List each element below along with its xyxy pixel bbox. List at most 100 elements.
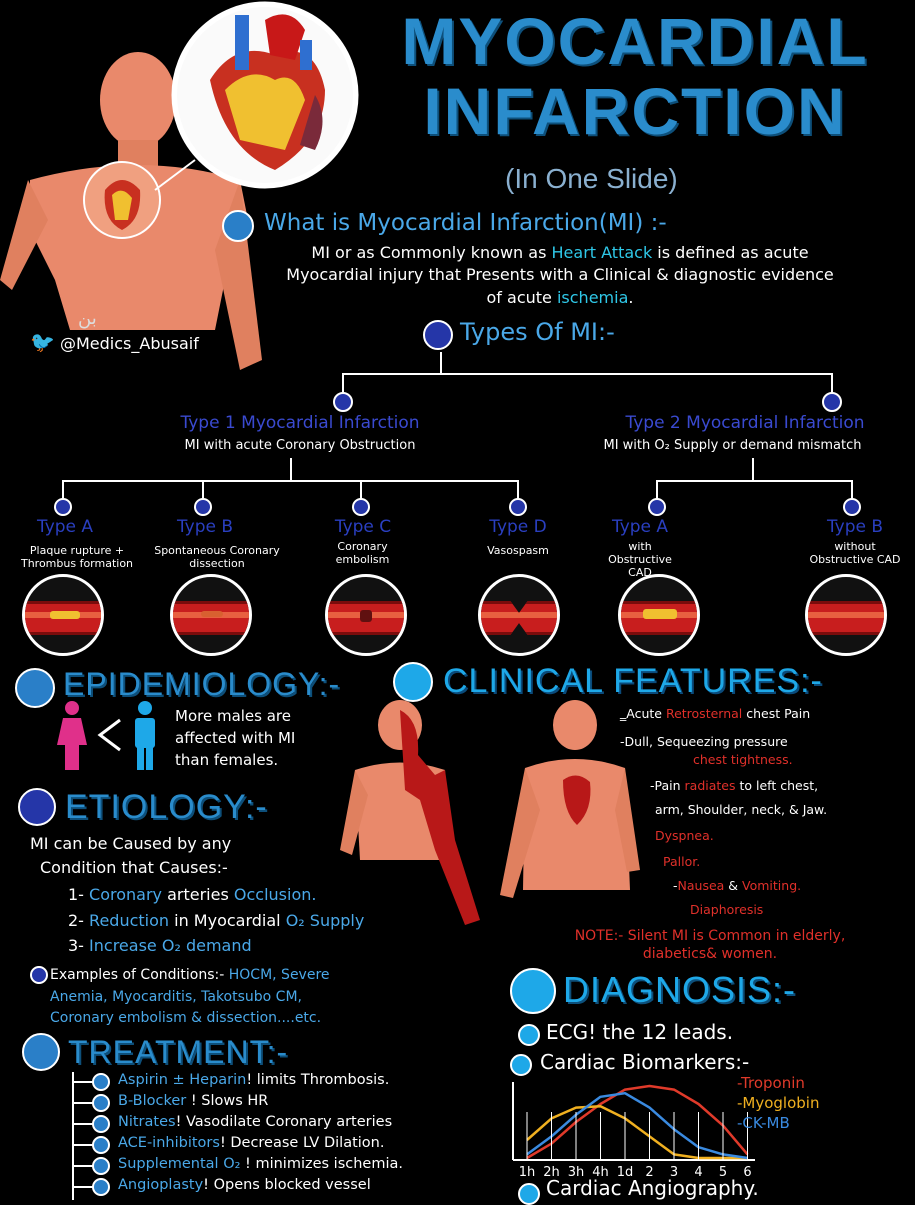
treatment-item: Nitrates! Vasodilate Coronary arteries: [118, 1114, 392, 1130]
vessel-embolism: [325, 574, 407, 656]
types-heading: Types Of MI:-: [460, 318, 615, 346]
type2-desc: MI with O₂ Supply or demand mismatch: [603, 438, 862, 453]
what-is-text-3: Myocardial injury that Presents with a C…: [286, 265, 834, 285]
what-is-text-5: .: [628, 287, 634, 307]
etiology-item-2-b1: Reduction: [89, 910, 170, 930]
type1a-drop: [62, 480, 64, 500]
treatment-drug: ACE-inhibitors: [118, 1135, 220, 1151]
type2b-node: [843, 498, 861, 516]
type1d-drop: [517, 480, 519, 500]
x-tick-label: 3h: [568, 1165, 585, 1180]
type1c-drop: [360, 480, 362, 500]
clinical-item-8-b: &: [724, 878, 743, 893]
clinical-item-1-r: Retrosternal: [665, 706, 743, 721]
diagnosis-bullet: [510, 968, 556, 1014]
epidemiology-heading: EPIDEMIOLOGY:-: [63, 666, 341, 702]
etiology-examples: Examples of Conditions:- HOCM, Severe An…: [50, 965, 470, 1030]
treatment-node: [92, 1073, 110, 1091]
etiology-item-2-w: in Myocardial: [169, 910, 286, 930]
etiology-item-3-b2: O₂ demand: [161, 936, 252, 956]
clinical-note-1: NOTE:- Silent MI is Common in elderly,: [574, 928, 846, 944]
treatment-effect: ! limits Thrombosis.: [246, 1072, 390, 1088]
treatment-effect: ! Vasodilate Coronary arteries: [175, 1114, 393, 1130]
etiology-list: 1- Coronary arteries Occlusion. 2- Reduc…: [68, 882, 364, 959]
treatment-effect: ! Opens blocked vessel: [203, 1177, 371, 1193]
type1d-label: Type D: [489, 517, 547, 537]
treatment-node: [92, 1136, 110, 1154]
x-tick-label: 5: [719, 1165, 727, 1180]
etiology-intro-2: Condition that Causes:-: [40, 858, 228, 877]
etiology-item-1-num: 1-: [68, 885, 90, 904]
vessel-no-obstructive-cad: [805, 574, 887, 656]
x-tick-label: 3: [670, 1165, 678, 1180]
etiology-item-2-b2: O₂ Supply: [285, 910, 365, 930]
x-tick-label: 1h: [519, 1165, 536, 1180]
pain-radiation-front-illustration: [340, 700, 480, 925]
treatment-branch: [72, 1144, 94, 1146]
tree-stem: [440, 352, 442, 374]
treatment-drug: Aspirin ± Heparin: [118, 1072, 247, 1088]
x-tick-label: 4h: [592, 1165, 609, 1180]
treatment-branch: [72, 1102, 94, 1104]
treatment-effect: ! Slows HR: [186, 1093, 269, 1109]
treatment-drug: Nitrates: [118, 1114, 176, 1130]
what-is-text-4: of acute: [486, 287, 557, 307]
etiology-item-3-num: 3-: [68, 936, 90, 956]
type2b-drop: [851, 480, 853, 500]
type2a-node: [648, 498, 666, 516]
treatment-bullet: [22, 1033, 60, 1071]
type1b-desc: Spontaneous Coronary dissection: [154, 544, 280, 571]
legend-entry: -CK-MB: [737, 1114, 790, 1132]
clinical-item-1-b: chest Pain: [742, 706, 811, 721]
type1a-label: Type A: [36, 517, 94, 537]
type1-sub-stem: [290, 458, 292, 480]
epidemiology-text-3: than females.: [175, 750, 279, 769]
biomarkers-bullet: [510, 1054, 532, 1076]
clinical-item-3: chest tightness.: [693, 752, 793, 767]
clinical-features-bullet: [393, 662, 433, 702]
type2a-desc: with Obstructive CAD: [608, 540, 672, 580]
page-title: MYOCARDIAL INFARCTION: [375, 8, 895, 144]
treatment-item: Angioplasty! Opens blocked vessel: [118, 1177, 371, 1193]
pain-radiation-back-illustration: [500, 700, 640, 898]
x-tick-label: 2: [645, 1165, 653, 1180]
type2-sub-branch: [656, 480, 852, 482]
type2b-desc: without Obstructive CAD: [809, 540, 901, 567]
type2a-drop: [656, 480, 658, 500]
x-tick-label: 1d: [617, 1165, 634, 1180]
angiography-text: Cardiac Angiography.: [546, 1176, 759, 1200]
etiology-intro: MI can be Caused by any Condition that C…: [30, 832, 231, 880]
ischemia-highlight: ischemia: [556, 287, 629, 307]
tree-left-drop: [342, 373, 344, 395]
etiology-bullet: [18, 788, 56, 826]
clinical-features-heading: CLINICAL FEATURES:-: [443, 662, 823, 700]
ecg-bullet: [518, 1024, 540, 1046]
type2b-label: Type B: [826, 517, 884, 537]
type1a-desc: Plaque rupture + Thrombus formation: [20, 544, 134, 571]
epidemiology-bullet: [15, 668, 55, 708]
vessel-plaque-rupture: [22, 574, 104, 656]
male-torso-illustration: [0, 52, 262, 370]
treatment-branch: [72, 1186, 94, 1188]
female-less-than-male-icon: [57, 701, 155, 770]
epidemiology-text-1: More males are: [175, 707, 291, 725]
tree-branch-top: [342, 373, 832, 375]
legend-entry: -Myoglobin: [737, 1094, 819, 1112]
heart-anatomy-illustration: [171, 1, 359, 189]
clinical-item-1: ‗Acute Retrosternal chest Pain: [620, 706, 811, 721]
heart-attack-highlight: Heart Attack: [551, 243, 653, 262]
treatment-branch: [72, 1165, 94, 1167]
legend-entry: -Troponin: [737, 1074, 805, 1092]
treatment-drug: Supplemental O₂: [118, 1156, 241, 1172]
clinical-item-7: Pallor.: [663, 854, 701, 869]
type1b-label: Type B: [176, 517, 234, 537]
title-line-2: INFARCTION: [423, 74, 847, 148]
clinical-item-2: -Dull, Sequeezing pressure: [620, 734, 788, 749]
examples-label: Examples of Conditions:-: [50, 967, 229, 983]
type2-node: [822, 392, 842, 412]
epidemiology-text: More males are affected with MI than fem…: [175, 706, 295, 771]
treatment-item: ACE-inhibitors! Decrease LV Dilation.: [118, 1135, 384, 1151]
title-line-1: MYOCARDIAL: [401, 4, 869, 78]
etiology-item-3: 3- Increase O₂ demand: [68, 933, 364, 959]
etiology-item-1: 1- Coronary arteries Occlusion.: [68, 882, 364, 908]
